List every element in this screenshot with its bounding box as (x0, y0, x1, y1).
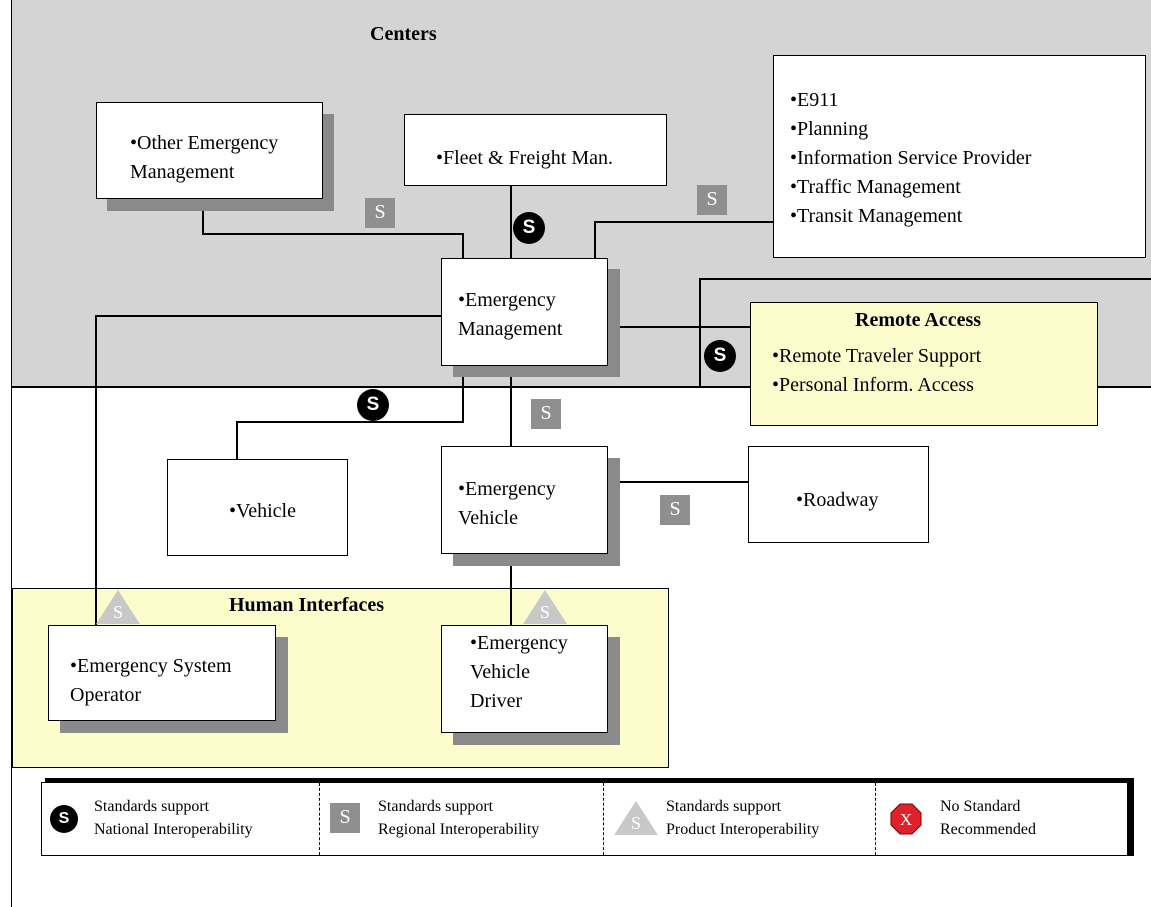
product-badge-eso-letter: S (112, 602, 123, 622)
product-badge-eso (96, 590, 140, 624)
remote-access-region: Remote Access •Remote Traveler Support •… (750, 302, 1098, 426)
link-centers-edge (699, 278, 1151, 386)
centers-list-line-4: •Traffic Management (790, 176, 961, 198)
eso-line-2: Operator (70, 684, 142, 706)
legend-item-national: S Standards support National Interoperab… (42, 783, 318, 855)
product-legend-icon (614, 801, 658, 835)
regional-badge-ev: S (531, 399, 561, 429)
regional-legend-icon: S (330, 803, 360, 833)
legend-none-line-1: No Standard (940, 798, 1021, 815)
emergency-management-box: •Emergency Management (441, 258, 608, 366)
fleet-freight-box: •Fleet & Freight Man. (404, 114, 667, 186)
legend: S Standards support National Interoperab… (41, 782, 1128, 856)
legend-separator (875, 783, 876, 855)
regional-badge-centers-list: S (697, 185, 727, 215)
roadway-line-1: •Roadway (796, 489, 879, 511)
national-badge-fleet: S (513, 212, 545, 244)
legend-national-line-1: Standards support (94, 798, 210, 815)
link-centers-list (594, 221, 773, 258)
link-other-em (202, 197, 464, 258)
product-badge-evd (523, 590, 567, 624)
legend-separator (319, 783, 320, 855)
national-badge-vehicle: S (357, 389, 389, 421)
regional-badge-other-em: S (365, 198, 395, 228)
legend-none-line-2: Recommended (940, 821, 1036, 838)
emergency-system-operator-box: •Emergency System Operator (48, 625, 276, 721)
page-left-rule (11, 0, 12, 907)
legend-national-line-2: National Interoperability (94, 821, 253, 838)
remote-access-title: Remote Access (855, 309, 982, 331)
em-line-1: •Emergency (458, 289, 556, 311)
national-legend-icon: S (50, 805, 78, 833)
legend-item-product: S Standards support Product Interoperabi… (604, 783, 874, 855)
other-emergency-management-box: •Other Emergency Management (96, 102, 323, 199)
centers-list-box: •E911 •Planning •Information Service Pro… (773, 55, 1146, 258)
legend-product-line-1: Standards support (666, 798, 782, 815)
remote-line-1: •Remote Traveler Support (772, 345, 982, 367)
vehicle-line-1: •Vehicle (229, 500, 296, 522)
evd-line-3: Driver (470, 690, 523, 712)
regional-badge-roadway: S (660, 495, 690, 525)
other-em-line-1: •Other Emergency (130, 132, 279, 154)
link-vehicle (236, 365, 464, 459)
centers-list-line-2: •Planning (790, 118, 869, 140)
legend-shadow-right (1128, 778, 1134, 856)
evd-line-2: Vehicle (470, 661, 530, 683)
centers-list-line-5: •Transit Management (790, 205, 963, 227)
national-badge-remote: S (704, 340, 736, 372)
centers-list-line-1: •E911 (790, 89, 839, 111)
no-standard-octagon-icon: X (890, 803, 922, 835)
ev-line-2: Vehicle (458, 507, 518, 529)
product-legend-icon-letter: S (630, 813, 641, 833)
no-standard-letter: X (900, 810, 912, 829)
legend-item-regional: S Standards support Regional Interoperab… (320, 783, 603, 855)
legend-separator (603, 783, 604, 855)
vehicle-box: •Vehicle (167, 459, 348, 556)
legend-shadow-top (45, 778, 1134, 782)
other-em-line-2: Management (130, 161, 235, 183)
eso-line-1: •Emergency System (70, 655, 232, 677)
centers-list-line-3: •Information Service Provider (790, 147, 1032, 169)
centers-title: Centers (370, 23, 437, 45)
product-badge-evd-letter: S (539, 602, 550, 622)
legend-product-line-2: Product Interoperability (666, 821, 820, 838)
fleet-line-1: •Fleet & Freight Man. (436, 147, 613, 169)
emergency-vehicle-driver-box: •Emergency Vehicle Driver (441, 625, 608, 733)
roadway-box: •Roadway (748, 446, 929, 543)
remote-line-2: •Personal Inform. Access (772, 374, 974, 396)
link-eso (95, 315, 441, 625)
em-line-2: Management (458, 318, 563, 340)
legend-regional-line-2: Regional Interoperability (378, 821, 540, 838)
ev-line-1: •Emergency (458, 478, 556, 500)
emergency-vehicle-box: •Emergency Vehicle (441, 446, 608, 554)
evd-line-1: •Emergency (470, 632, 568, 654)
human-interfaces-title: Human Interfaces (229, 594, 384, 616)
legend-regional-line-1: Standards support (378, 798, 494, 815)
legend-item-no-standard: X No Standard Recommended (876, 783, 1126, 855)
